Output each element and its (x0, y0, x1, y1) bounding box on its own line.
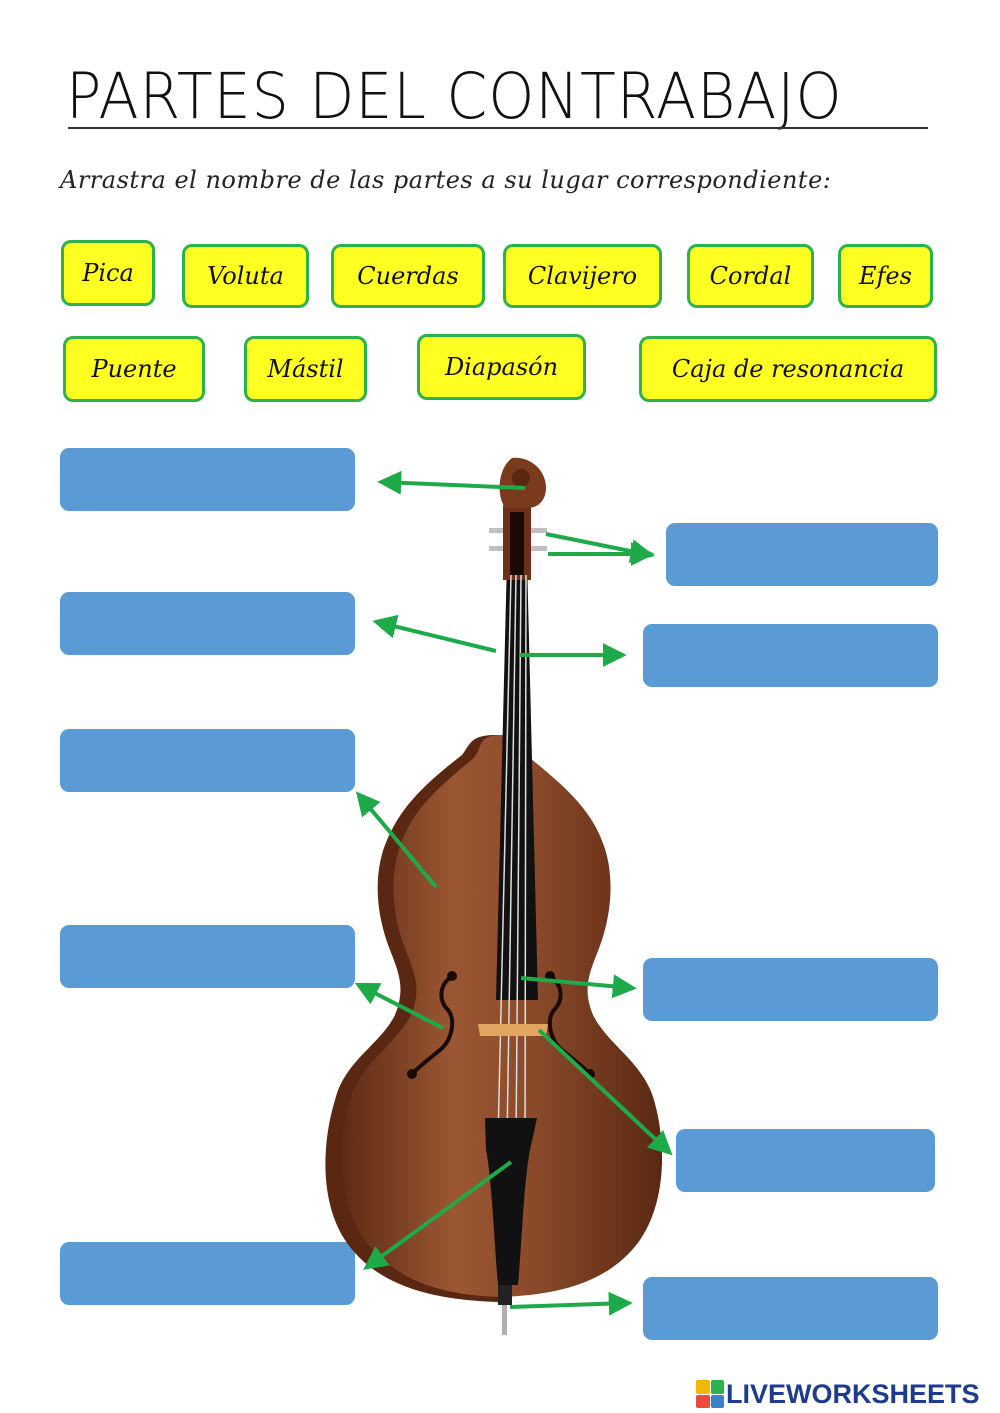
page-title: PARTES DEL CONTRABAJO (66, 60, 843, 133)
drop-slot-efes-area[interactable] (60, 925, 355, 988)
chip-mastil[interactable]: Mástil (244, 336, 367, 402)
strings (497, 574, 527, 1141)
bridge (478, 1024, 548, 1036)
drop-slot-pica-area[interactable] (643, 1277, 938, 1340)
chip-clavijero[interactable]: Clavijero (503, 244, 662, 308)
arrow-efes (354, 982, 444, 1030)
chip-pica[interactable]: Pica (61, 240, 155, 306)
bass-body (341, 735, 663, 1297)
drop-slot-caja-area[interactable] (60, 729, 355, 792)
arrow-mastil (372, 614, 497, 653)
f-hole-left (412, 976, 455, 1074)
drop-slot-cordal-area[interactable] (60, 1242, 355, 1305)
chip-caja-de-resonancia[interactable]: Caja de resonancia (639, 336, 937, 402)
f-hole-right (547, 976, 590, 1074)
drop-slot-voluta-area[interactable] (60, 448, 355, 511)
chip-voluta[interactable]: Voluta (182, 244, 309, 308)
chip-cuerdas[interactable]: Cuerdas (331, 244, 485, 308)
arrow-clavijero-top (545, 532, 655, 563)
arrow-pica (509, 1291, 633, 1316)
title-underline (68, 127, 928, 129)
chip-diapason[interactable]: Diapasón (417, 334, 586, 400)
drop-slot-puente-area[interactable] (676, 1129, 935, 1192)
chip-efes[interactable]: Efes (838, 244, 933, 308)
arrow-voluta (377, 470, 526, 495)
arrow-caja (355, 791, 438, 889)
chip-puente[interactable]: Puente (63, 336, 205, 402)
tuning-pegs (489, 528, 547, 551)
arrow-cordal (363, 1160, 513, 1270)
arrow-puente (537, 1028, 673, 1156)
drop-slot-cuerdas-area[interactable] (643, 958, 938, 1021)
drop-slot-clavijero-area[interactable] (666, 523, 938, 586)
tailpiece (485, 1118, 537, 1285)
drop-slot-diapason-area[interactable] (643, 624, 938, 687)
chip-cordal[interactable]: Cordal (687, 244, 814, 308)
liveworksheets-logo-icon (696, 1380, 724, 1408)
endpin (498, 1285, 512, 1305)
brand-footer: LIVEWORKSHEETS (696, 1377, 980, 1411)
instruction-text: Arrastra el nombre de las partes a su lu… (60, 166, 832, 194)
drop-slot-mastil-area[interactable] (60, 592, 355, 655)
fingerboard (496, 560, 538, 1000)
arrow-cuerdas (520, 974, 637, 999)
brand-name: LIVEWORKSHEETS (726, 1378, 980, 1409)
